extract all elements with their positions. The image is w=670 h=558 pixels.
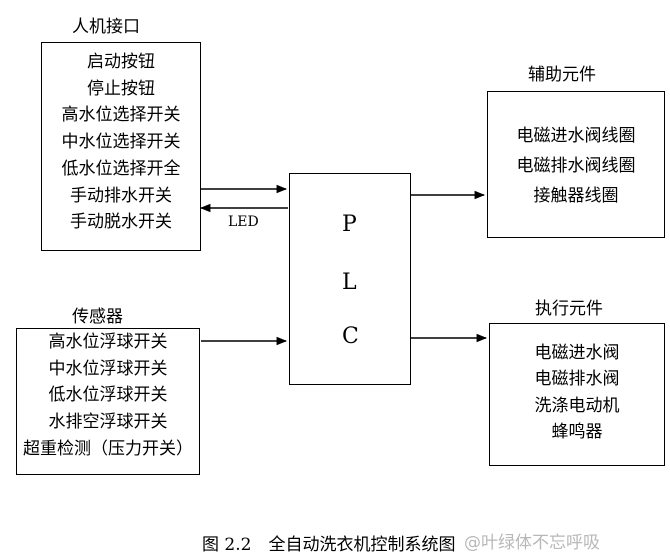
sensors-box: 高水位浮球开关 中水位浮球开关 低水位浮球开关 水排空浮球开关 超重检测（压力开… bbox=[16, 328, 200, 475]
aux-item-list: 电磁进水阀线圈 电磁排水阀线圈 接触器线圈 bbox=[488, 121, 664, 211]
sensors-title: 传感器 bbox=[72, 307, 123, 327]
led-label: LED bbox=[228, 214, 259, 230]
actuator-item: 电磁进水阀 bbox=[534, 343, 620, 363]
plc-letter: C bbox=[342, 324, 359, 349]
hmi-box: 启动按钮 停止按钮 高水位选择开关 中水位选择开关 低水位选择开全 手动排水开关… bbox=[41, 42, 201, 251]
sensor-item: 中水位浮球开关 bbox=[48, 358, 168, 379]
hmi-item-list: 启动按钮 停止按钮 高水位选择开关 中水位选择开关 低水位选择开全 手动排水开关… bbox=[42, 49, 200, 236]
sensor-item: 高水位浮球开关 bbox=[48, 332, 168, 352]
sensor-item-list: 高水位浮球开关 中水位浮球开关 低水位浮球开关 水排空浮球开关 超重检测（压力开… bbox=[17, 329, 199, 463]
actuators-title: 执行元件 bbox=[535, 299, 603, 319]
sensor-item: 超重检测（压力开关） bbox=[23, 438, 193, 459]
hmi-title: 人机接口 bbox=[72, 17, 140, 37]
hmi-item: 手动排水开关 bbox=[70, 185, 172, 206]
plc-letter: L bbox=[342, 270, 357, 295]
actuator-item-list: 电磁进水阀 电磁排水阀 洗涤电动机 蜂鸣器 bbox=[490, 340, 664, 445]
aux-item: 电磁进水阀线圈 bbox=[516, 126, 636, 146]
sensor-item: 水排空浮球开关 bbox=[48, 412, 168, 433]
plc-box: P L C bbox=[289, 173, 411, 385]
hmi-item: 中水位选择开关 bbox=[61, 132, 181, 153]
watermark: @叶绿体不忘呼吸 bbox=[464, 533, 600, 553]
sensor-item: 低水位浮球开关 bbox=[48, 385, 168, 406]
actuator-item: 电磁排水阀 bbox=[534, 369, 620, 390]
aux-box: 电磁进水阀线圈 电磁排水阀线圈 接触器线圈 bbox=[487, 91, 665, 238]
actuators-box: 电磁进水阀 电磁排水阀 洗涤电动机 蜂鸣器 bbox=[489, 323, 665, 466]
actuator-item: 洗涤电动机 bbox=[534, 395, 620, 416]
hmi-item: 低水位选择开全 bbox=[61, 158, 181, 179]
aux-item: 电磁排水阀线圈 bbox=[516, 156, 636, 176]
aux-title: 辅助元件 bbox=[528, 65, 596, 85]
hmi-item: 手动脱水开关 bbox=[70, 212, 172, 233]
plc-letter: P bbox=[342, 212, 357, 237]
hmi-item: 高水位选择开关 bbox=[61, 105, 181, 126]
figure-caption: 图 2.2 全自动洗衣机控制系统图 bbox=[202, 535, 456, 555]
actuator-item: 蜂鸣器 bbox=[551, 421, 603, 442]
hmi-item: 停止按钮 bbox=[87, 78, 155, 99]
aux-item: 接触器线圈 bbox=[533, 186, 619, 206]
hmi-item: 启动按钮 bbox=[87, 52, 155, 72]
